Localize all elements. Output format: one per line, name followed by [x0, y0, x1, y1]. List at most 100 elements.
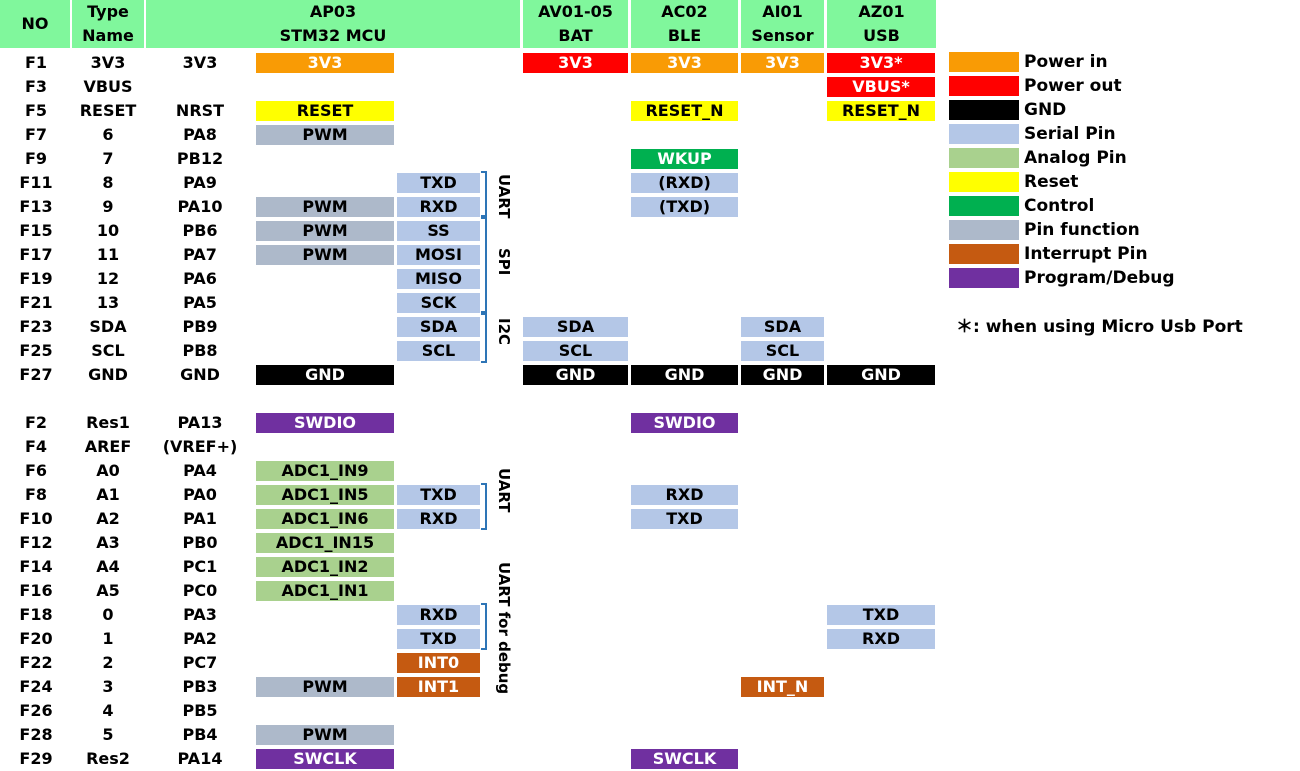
cell-type: 13 [96, 293, 120, 312]
pin-fn: ADC1_IN9 [256, 461, 394, 481]
cell-type: VBUS [83, 77, 133, 96]
legend-swatch [949, 148, 1019, 168]
cell-no: F16 [19, 581, 53, 600]
legend-label: Reset [1024, 172, 1079, 192]
legend-label: Serial Pin [1024, 124, 1116, 144]
cell-no: F17 [19, 245, 53, 264]
pin-io: SDA [397, 317, 480, 337]
header-no-line: NO [21, 14, 49, 33]
pin-io: INT0 [397, 653, 480, 673]
cell-type: 9 [102, 197, 114, 216]
pin-io: RXD [397, 605, 480, 625]
cell-pin: PA6 [183, 269, 217, 288]
cell-pin: PA10 [177, 197, 223, 216]
legend-label: Power out [1024, 76, 1122, 96]
header-az01-usb-line: USB [863, 26, 900, 45]
cell-no: F25 [19, 341, 53, 360]
cell-pin: PA8 [183, 125, 217, 144]
header-ai01-sensor-line: Sensor [751, 26, 814, 45]
cell-no: F15 [19, 221, 53, 240]
cell-type: A4 [96, 557, 120, 576]
pin-io: MISO [397, 269, 480, 289]
pin-sensor: GND [741, 365, 824, 385]
spi-label: SPI [495, 248, 513, 276]
pin-io: TXD [397, 485, 480, 505]
legend-label: Control [1024, 196, 1095, 216]
pin-fn: ADC1_IN1 [256, 581, 394, 601]
cell-type: 4 [102, 701, 114, 720]
cell-no: F11 [19, 173, 53, 192]
legend-swatch [949, 268, 1019, 288]
cell-pin: PA1 [183, 509, 217, 528]
cell-type: 11 [96, 245, 120, 264]
cell-type: Res2 [86, 749, 130, 768]
cell-type: 0 [102, 605, 114, 624]
cell-pin: PB9 [182, 317, 218, 336]
cell-pin: PB5 [182, 701, 218, 720]
cell-pin: PB6 [182, 221, 218, 240]
header-ac02-ble-line: BLE [667, 26, 702, 45]
pin-fn: ADC1_IN5 [256, 485, 394, 505]
pin-sensor: SDA [741, 317, 824, 337]
cell-no: F22 [19, 653, 53, 672]
cell-type: SCL [91, 341, 125, 360]
legend-swatch [949, 196, 1019, 216]
legend-swatch [949, 172, 1019, 192]
legend-label: Pin function [1024, 220, 1140, 240]
pin-sensor: INT_N [741, 677, 824, 697]
cell-no: F23 [19, 317, 53, 336]
pin-usb: RXD [827, 629, 935, 649]
cell-type: A5 [96, 581, 120, 600]
cell-type: SDA [89, 317, 127, 336]
cell-no: F27 [19, 365, 53, 384]
spi-bracket [481, 217, 487, 313]
pin-usb: VBUS* [827, 77, 935, 97]
pin-io: TXD [397, 629, 480, 649]
pin-io: SCK [397, 293, 480, 313]
pin-fn: SWDIO [256, 413, 394, 433]
footnote: ＊: when using Micro Usb Port [956, 317, 1243, 337]
pin-fn: ADC1_IN2 [256, 557, 394, 577]
pin-ble: (TXD) [631, 197, 738, 217]
pin-io: INT1 [397, 677, 480, 697]
cell-type: RESET [79, 101, 137, 120]
legend-swatch [949, 220, 1019, 240]
uart-label-2: UART [495, 468, 513, 513]
pin-ble: RESET_N [631, 101, 738, 121]
uart-label-1: UART [495, 174, 513, 219]
legend-swatch [949, 52, 1019, 72]
cell-pin: PA14 [177, 749, 223, 768]
pin-fn: SWCLK [256, 749, 394, 769]
cell-pin: PC7 [182, 653, 218, 672]
cell-pin: PA4 [183, 461, 217, 480]
cell-no: F5 [24, 101, 48, 120]
pin-usb: 3V3* [827, 53, 935, 73]
cell-no: F1 [24, 53, 48, 72]
cell-pin: 3V3 [182, 53, 218, 72]
cell-no: F3 [24, 77, 48, 96]
header-av01-bat-line: BAT [558, 26, 593, 45]
cell-type: A0 [96, 461, 120, 480]
cell-pin: PA7 [183, 245, 217, 264]
header-no: NO [0, 0, 70, 48]
header-ai01-sensor-line: AI01 [762, 2, 803, 21]
cell-no: F9 [24, 149, 48, 168]
cell-pin: PA2 [183, 629, 217, 648]
uart-debug-bracket [481, 603, 487, 650]
cell-type: 6 [102, 125, 114, 144]
cell-no: F21 [19, 293, 53, 312]
pin-sensor: 3V3 [741, 53, 824, 73]
cell-type: 1 [102, 629, 114, 648]
legend-label: GND [1024, 100, 1067, 120]
cell-type: 5 [102, 725, 114, 744]
legend-label: Analog Pin [1024, 148, 1127, 168]
cell-pin: NRST [175, 101, 225, 120]
pin-fn: PWM [256, 197, 394, 217]
cell-pin: PA0 [183, 485, 217, 504]
cell-pin: PB4 [182, 725, 218, 744]
cell-no: F20 [19, 629, 53, 648]
pin-usb: RESET_N [827, 101, 935, 121]
header-type-name-line: Type [87, 2, 129, 21]
cell-pin: PB0 [182, 533, 218, 552]
